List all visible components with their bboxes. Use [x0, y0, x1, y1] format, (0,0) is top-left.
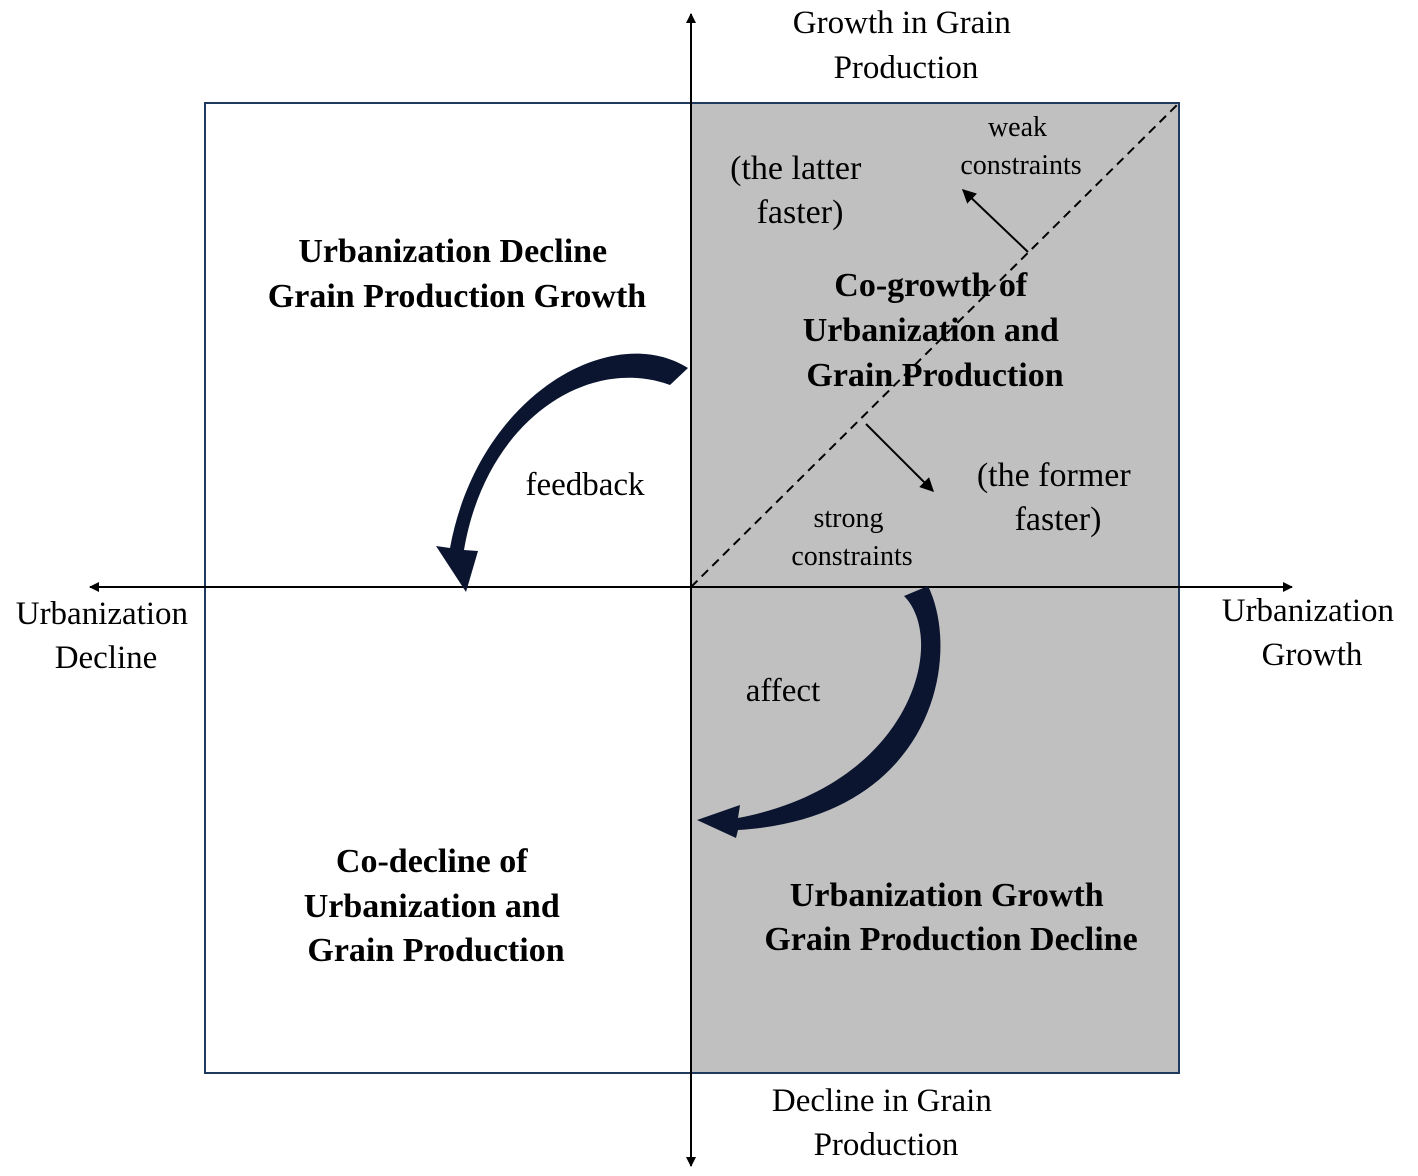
affect-curved-arrow: [697, 586, 941, 838]
quadrant-title-top-left: Urbanization Decline Grain Production Gr…: [268, 233, 647, 315]
affect-label: affect: [746, 673, 821, 709]
feedback-label: feedback: [525, 467, 645, 503]
note-latter-faster: (the latter faster): [730, 150, 870, 231]
strong-constraint-arrow: [865, 423, 934, 492]
diagonal-divider: [690, 102, 1180, 588]
quadrant-title-bottom-right: Urbanization Growth Grain Production Dec…: [764, 877, 1137, 958]
quadrant-title-top-right: Co-growth of Urbanization and Grain Prod…: [803, 267, 1068, 394]
axis-label-urbanization-growth: Urbanization Growth: [1222, 593, 1403, 673]
note-former-faster: (the former faster): [977, 457, 1139, 538]
quadrant-title-bottom-left: Co-decline of Urbanization and Grain Pro…: [304, 843, 569, 969]
axis-label-grain-decline: Decline in Grain Production: [772, 1083, 1000, 1163]
feedback-curved-arrow: [436, 353, 688, 592]
axis-label-urbanization-decline: Urbanization Decline: [16, 596, 197, 676]
tag-strong-constraints: strong constraints: [791, 503, 912, 572]
tag-weak-constraints: weak constraints: [960, 112, 1081, 181]
weak-constraint-arrow: [961, 189, 1029, 253]
axis-label-grain-growth: Growth in Grain Production: [793, 5, 1019, 86]
